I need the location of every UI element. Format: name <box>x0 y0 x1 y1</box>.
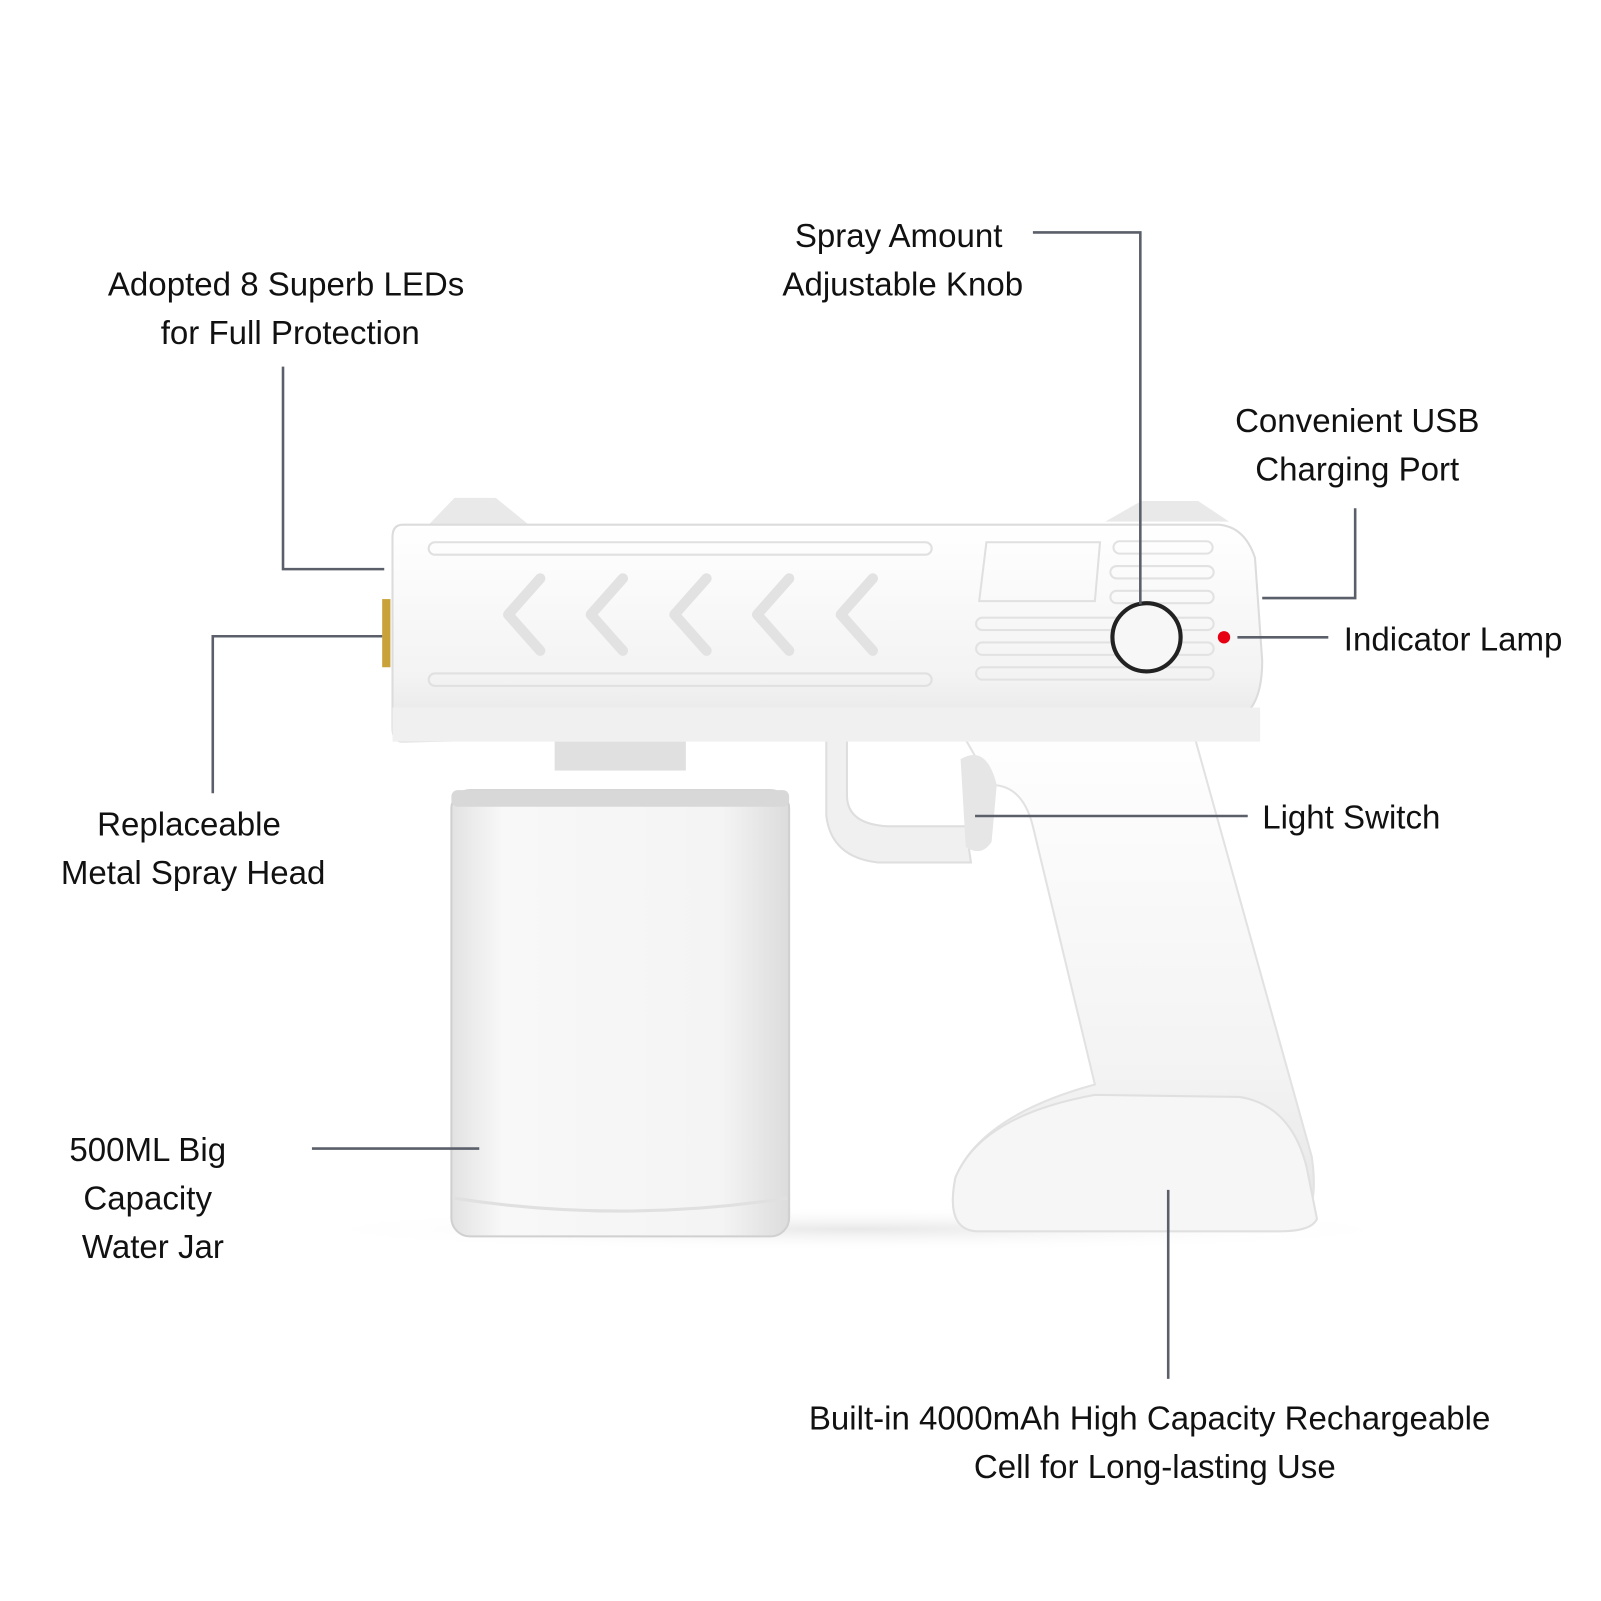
svg-text:Convenient USB: Convenient USB <box>1235 403 1479 440</box>
svg-text:Spray Amount: Spray Amount <box>795 218 1003 255</box>
leds-leader-line <box>281 366 385 571</box>
label-usb: Convenient USB Charging Port <box>1235 403 1479 489</box>
knob-icon <box>1110 601 1183 674</box>
indicator-lamp-icon <box>1217 631 1231 644</box>
label-spray-head: Replaceable Metal Spray Head <box>61 807 326 893</box>
svg-text:Adjustable Knob: Adjustable Knob <box>782 266 1023 303</box>
sprayer-gun <box>278 497 1436 1252</box>
svg-text:Replaceable: Replaceable <box>97 807 281 844</box>
usb-leader-line <box>1262 508 1357 600</box>
svg-text:Adopted 8 Superb LEDs: Adopted 8 Superb LEDs <box>108 266 464 303</box>
label-leds: Adopted 8 Superb LEDs for Full Protectio… <box>108 266 464 352</box>
svg-text:for Full Protection: for Full Protection <box>161 315 420 352</box>
svg-text:Capacity: Capacity <box>83 1181 212 1218</box>
knob-leader-line <box>1032 231 1142 605</box>
spray-head-leader-line <box>211 634 383 794</box>
svg-text:Cell for Long-lasting Use: Cell for Long-lasting Use <box>974 1449 1336 1486</box>
svg-text:500ML Big: 500ML Big <box>69 1132 226 1169</box>
svg-text:Built-in 4000mAh High Capacity: Built-in 4000mAh High Capacity Rechargea… <box>809 1401 1491 1438</box>
svg-text:Metal Spray Head: Metal Spray Head <box>61 855 326 892</box>
label-knob: Spray Amount Adjustable Knob <box>782 218 1023 304</box>
svg-text:Water Jar: Water Jar <box>82 1229 224 1266</box>
svg-text:Charging Port: Charging Port <box>1255 451 1459 488</box>
label-indicator: Indicator Lamp <box>1344 622 1563 659</box>
label-water-jar: 500ML Big Capacity Water Jar <box>69 1132 226 1266</box>
label-battery: Built-in 4000mAh High Capacity Rechargea… <box>809 1401 1491 1487</box>
label-light-switch: Light Switch <box>1262 799 1440 836</box>
